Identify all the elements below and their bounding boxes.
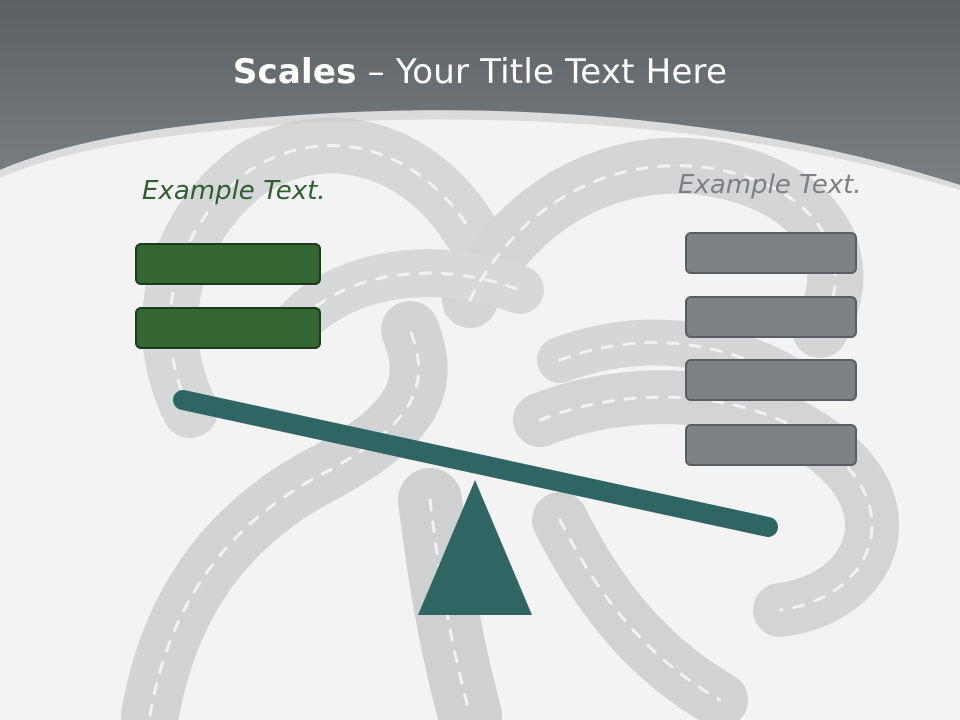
right-example-label: Example Text.: [678, 170, 862, 200]
scale-beam: [173, 390, 778, 537]
left-example-label: Example Text.: [142, 176, 326, 206]
left-box-1: [135, 243, 321, 285]
right-box-2: [685, 296, 857, 338]
header-band: [0, 0, 960, 185]
scale-fulcrum: [418, 480, 532, 615]
title-bold: Scales: [232, 52, 357, 92]
right-box-1: [685, 232, 857, 274]
left-box-2: [135, 307, 321, 349]
right-box-4: [685, 424, 857, 466]
title-rest: – Your Title Text Here: [356, 52, 728, 92]
right-box-3: [685, 359, 857, 401]
header-highlight: [0, 110, 960, 190]
slide-title: Scales – Your Title Text Here: [0, 52, 960, 92]
